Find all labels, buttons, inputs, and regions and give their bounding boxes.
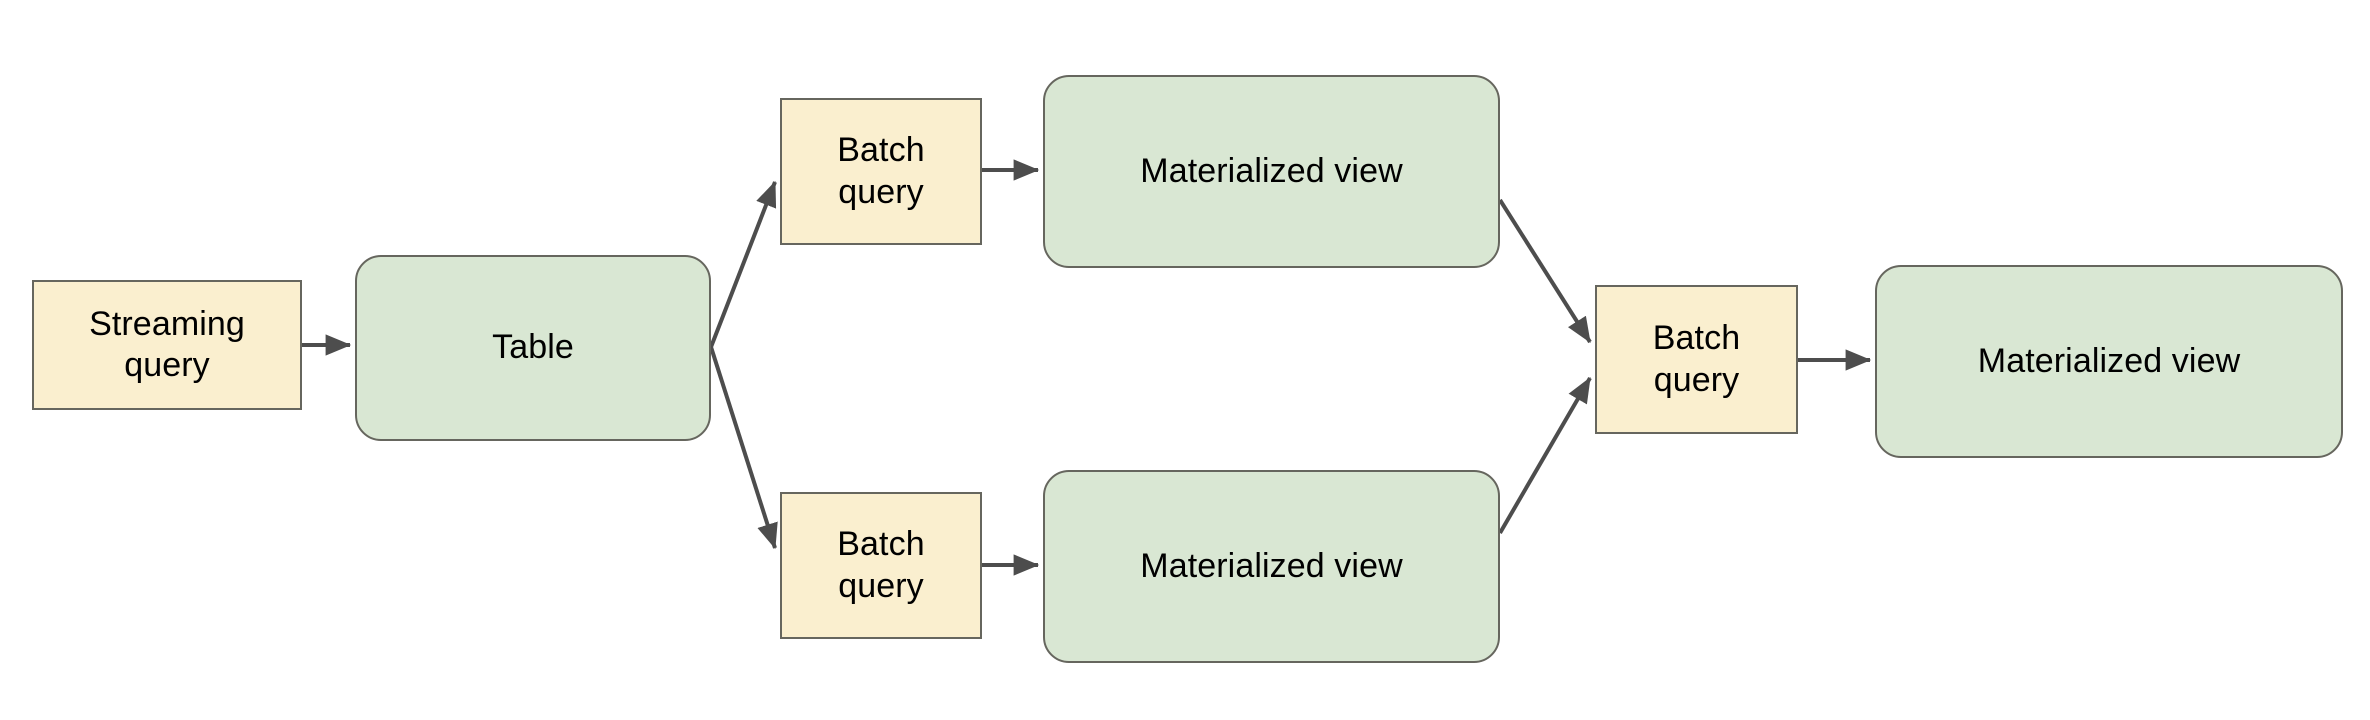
node-batch-query-top-label: Batch query — [837, 131, 925, 211]
node-batch-query-bottom[interactable]: Batch query — [780, 492, 982, 639]
node-materialized-view-final-label: Materialized view — [1977, 341, 2241, 380]
node-materialized-view-bottom[interactable]: Materialized view — [1043, 470, 1500, 663]
node-table[interactable]: Table — [355, 255, 711, 441]
edge-table-to-batch-query-top — [709, 180, 777, 348]
node-batch-query-bottom-label: Batch query — [837, 525, 925, 605]
node-materialized-view-bottom-label: Materialized view — [1140, 546, 1403, 585]
node-batch-query-merge-label: Batch query — [1652, 319, 1741, 399]
edge-materialized-view-top-to-batch-query-merge — [1498, 198, 1592, 344]
node-batch-query-top[interactable]: Batch query — [780, 98, 982, 245]
node-materialized-view-top[interactable]: Materialized view — [1043, 75, 1500, 268]
node-materialized-view-final[interactable]: Materialized view — [1875, 265, 2343, 458]
node-streaming-query[interactable]: Streaming query — [32, 280, 302, 410]
edge-materialized-view-bottom-to-batch-query-merge — [1498, 376, 1592, 535]
node-table-label: Table — [492, 328, 574, 367]
node-streaming-query-label: Streaming query — [89, 304, 245, 384]
node-batch-query-merge[interactable]: Batch query — [1595, 285, 1798, 434]
edge-table-to-batch-query-bottom — [709, 346, 778, 550]
node-materialized-view-top-label: Materialized view — [1140, 151, 1403, 190]
